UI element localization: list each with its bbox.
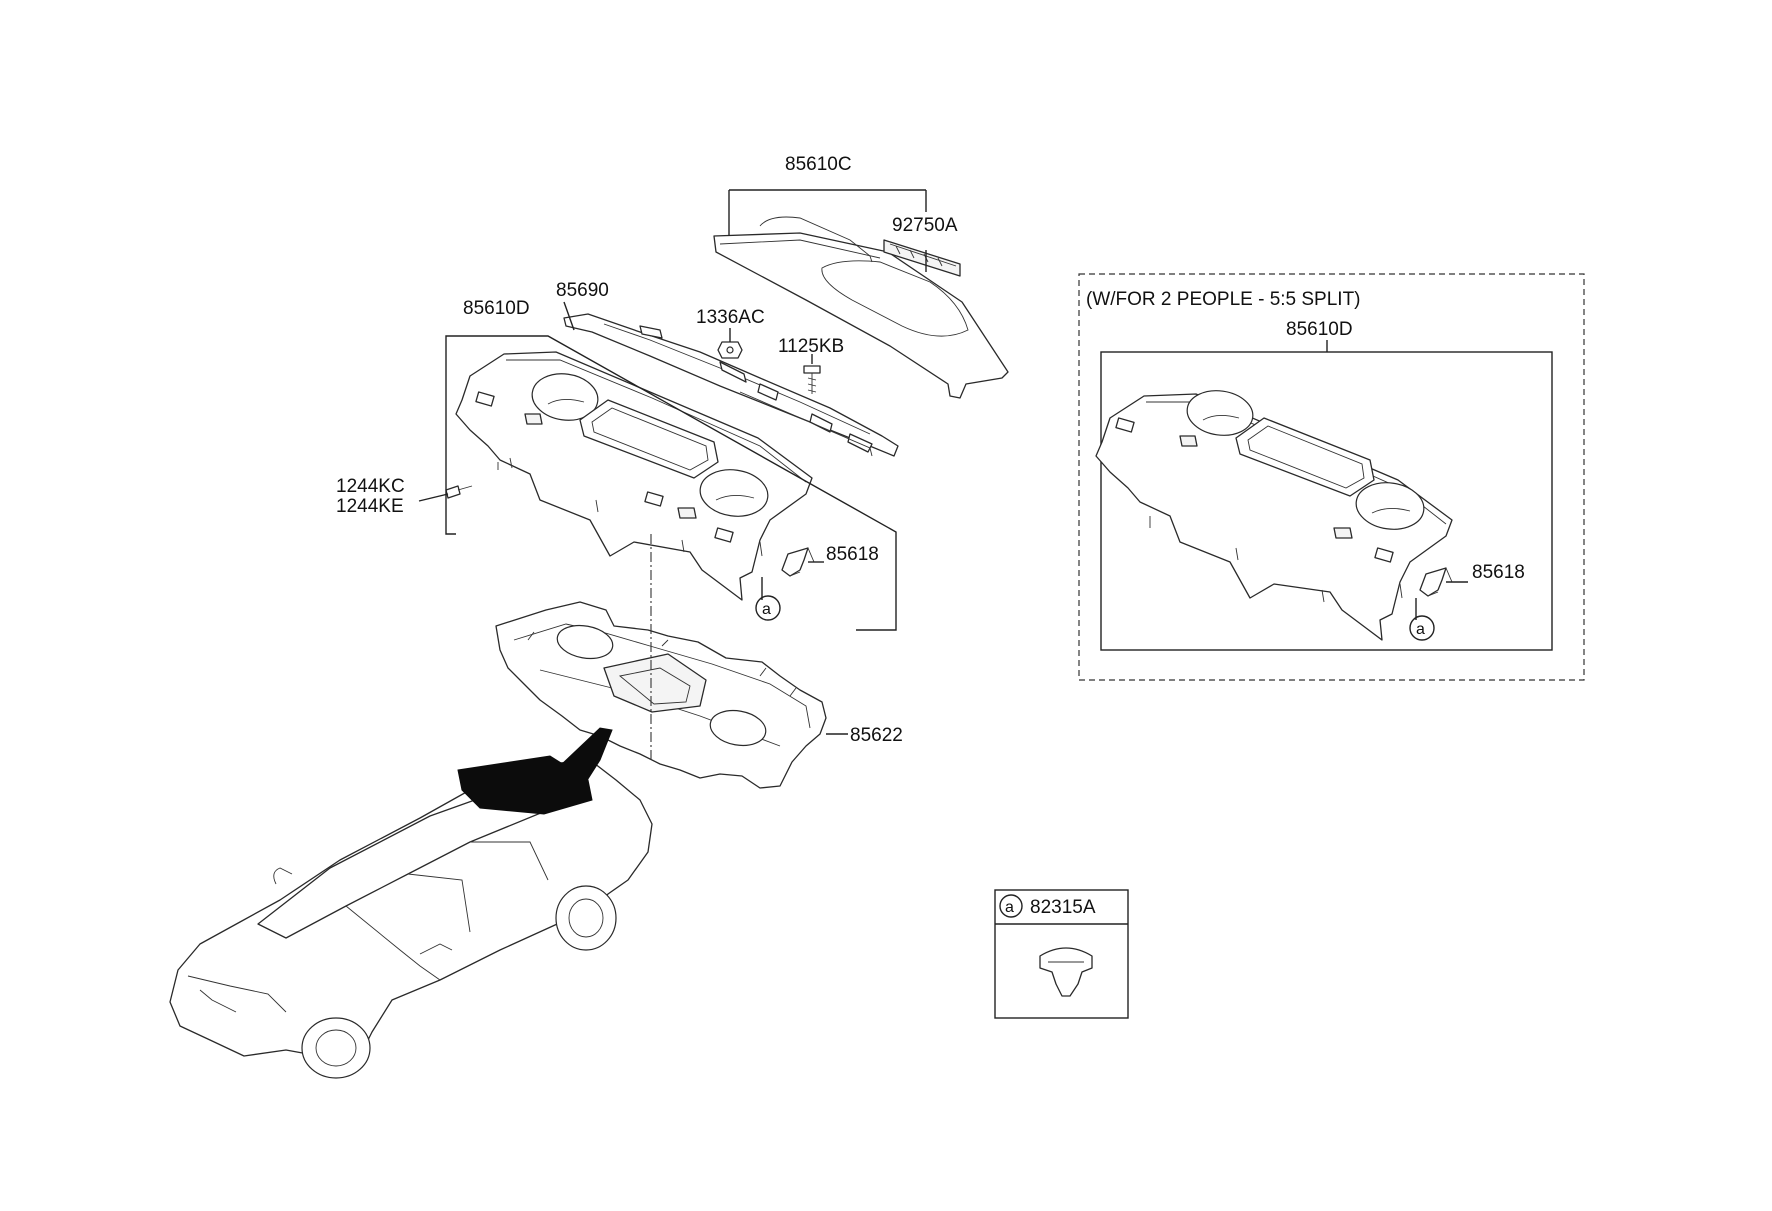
legend-callout-a: a <box>1005 899 1014 916</box>
variant-panel <box>1078 273 1585 681</box>
car-silhouette <box>169 727 653 1079</box>
label-85690: 85690 <box>556 280 609 301</box>
clip-85618 <box>781 547 815 577</box>
bolt-1244KC <box>445 485 473 499</box>
leader-lines <box>418 189 927 735</box>
label-1244KE: 1244KE <box>336 496 404 517</box>
callout-a: a <box>762 601 771 618</box>
nut-1336AC <box>717 341 743 359</box>
fastener-legend-box <box>994 889 1129 1019</box>
screw-1125KB <box>803 365 821 394</box>
variant-title: (W/FOR 2 PEOPLE - 5:5 SPLIT) <box>1086 289 1361 310</box>
label-85610C: 85610C <box>785 154 852 175</box>
label-1125KB: 1125KB <box>778 336 844 357</box>
label-1336AC: 1336AC <box>696 307 765 328</box>
label-92750A: 92750A <box>892 215 958 236</box>
rear-shelf-cover-85610C <box>713 232 1009 399</box>
label-85618: 85618 <box>826 544 879 565</box>
variant-callout-a: a <box>1416 621 1425 638</box>
shelf-pad-85622 <box>495 601 827 789</box>
variant-label-85610D: 85610D <box>1286 319 1353 340</box>
label-85622: 85622 <box>850 725 903 746</box>
high-mount-stop-lamp-92750A <box>759 216 961 277</box>
variant-label-85618: 85618 <box>1472 562 1525 583</box>
rear-shelf-panel-85610D <box>455 351 813 601</box>
label-85610D: 85610D <box>463 298 530 319</box>
label-1244KC: 1244KC <box>336 476 405 497</box>
legend-label-82315A: 82315A <box>1030 897 1096 918</box>
shelf-bracket-85690 <box>563 313 899 457</box>
